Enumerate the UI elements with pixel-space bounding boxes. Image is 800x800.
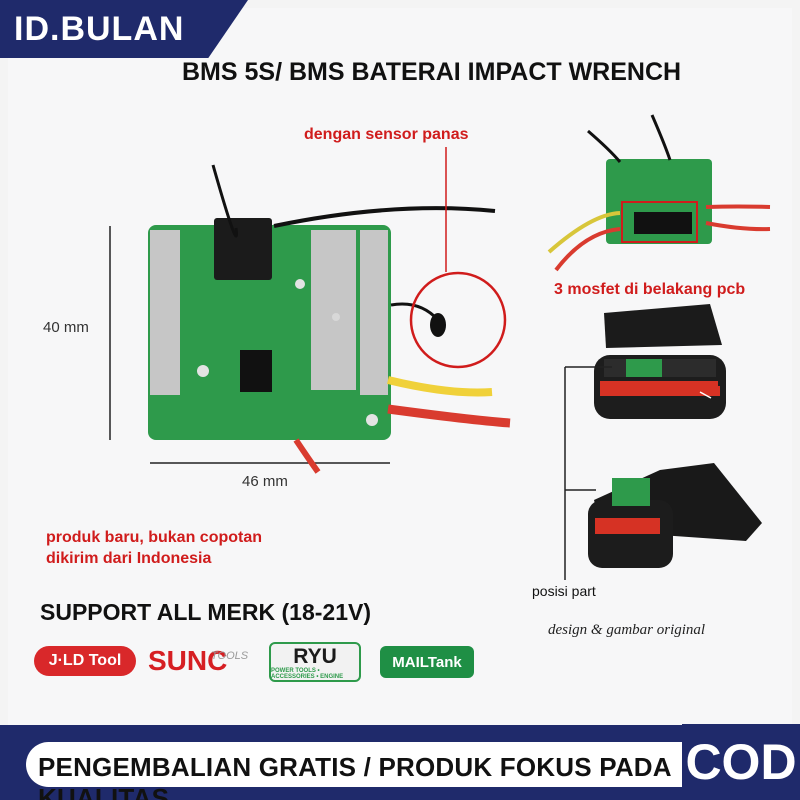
support-heading: SUPPORT ALL MERK (18-21V): [40, 599, 371, 625]
new-product-note: produk baru, bukan copotan: [46, 529, 263, 546]
red-wire-bottom: [293, 438, 321, 474]
mailtank-logo: MAILTank: [380, 646, 474, 678]
brand-banner: [0, 0, 248, 58]
ryu-logo: RYU POWER TOOLS • ACCESSORIES • ENGINE: [269, 642, 361, 682]
page-title: BMS 5S/ BMS BATERAI IMPACT WRENCH: [182, 58, 682, 86]
height-label: 40 mm: [43, 319, 89, 336]
red-wire: [387, 404, 511, 428]
thermistor: [430, 313, 446, 337]
black-wire-top: [273, 206, 496, 228]
jld-logo: J·LD Tool: [34, 646, 136, 676]
shipping-note: dikirim dari Indonesia: [46, 550, 212, 567]
sensor-highlight-circle: [409, 271, 507, 369]
black-wire-left: [211, 164, 238, 238]
design-note: design & gambar original: [548, 622, 706, 638]
footer-bar: [26, 742, 696, 787]
ryu-logo-text: RYU: [293, 645, 337, 668]
sensor-note: dengan sensor panas: [304, 126, 469, 143]
posisi-part-label: posisi part: [532, 583, 596, 599]
yellow-wire: [387, 376, 493, 397]
small-pcb-board: [547, 114, 771, 272]
brand-name: ID.BULAN: [14, 10, 185, 48]
battery-bottom-image: [588, 463, 762, 568]
sunc-logo: SUNC: [148, 645, 228, 676]
jld-logo-text: J·LD Tool: [48, 652, 122, 669]
cod-badge: COD: [682, 724, 800, 800]
sensor-wire: [390, 302, 440, 322]
footer-message: PENGEMBALIAN GRATIS / PRODUK FOKUS PADA …: [38, 752, 671, 800]
mosfet-note: 3 mosfet di belakang pcb: [554, 281, 746, 298]
battery-top-image: [594, 304, 726, 419]
sunc-logo-sub: TOOLS: [211, 650, 249, 662]
mailtank-logo-text: MAILTank: [392, 653, 462, 671]
main-pcb-board: [148, 218, 391, 440]
ryu-logo-sub: POWER TOOLS • ACCESSORIES • ENGINE: [271, 668, 344, 680]
width-label: 46 mm: [242, 473, 288, 490]
